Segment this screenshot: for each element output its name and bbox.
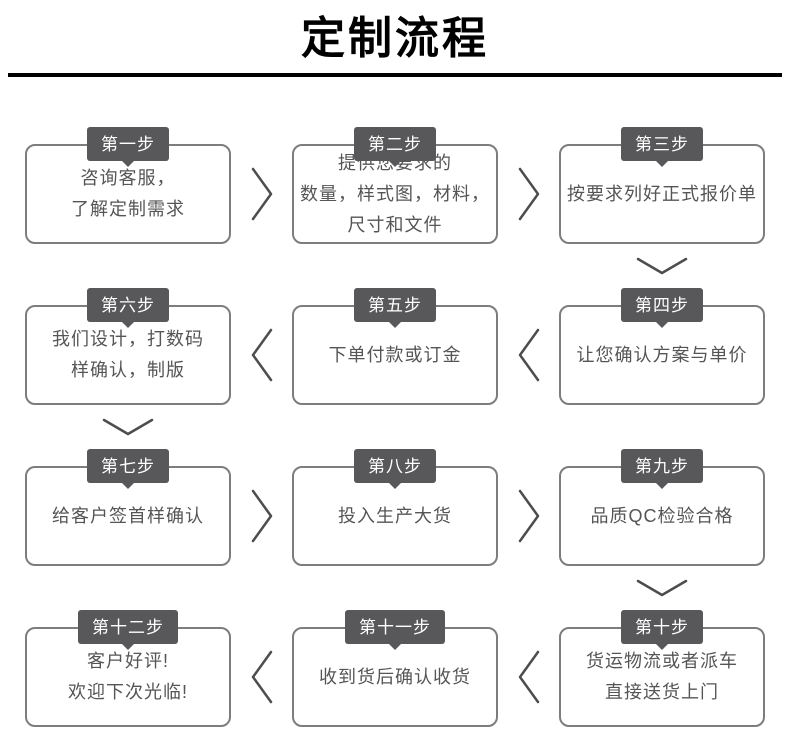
title-divider [8, 73, 782, 78]
step-text-10: 货运物流或者派车 直接送货上门 [586, 651, 738, 703]
step-badge-10: 第十步 [621, 610, 703, 645]
step-badge-12: 第十二步 [78, 610, 178, 645]
step-card-12: 第十二步 客户好评! 欢迎下次光临! [25, 610, 231, 728]
step-card-5: 第五步 下单付款或订金 [292, 288, 498, 406]
step-badge-5: 第五步 [354, 288, 436, 323]
arrow-down-icon [25, 418, 231, 436]
step-text-11: 收到货后确认收货 [319, 666, 471, 687]
step-badge-6: 第六步 [87, 288, 169, 323]
step-card-2: 第二步 提供您要求的 数量，样式图，材料， 尺寸和文件 [292, 127, 498, 245]
step-card-8: 第八步 投入生产大货 [292, 449, 498, 567]
arrow-right-icon [231, 466, 292, 566]
step-box-9: 品质QC检验合格 [559, 466, 765, 567]
page-header: 定制流程 [0, 0, 790, 78]
page-title: 定制流程 [301, 14, 489, 63]
step-box-5: 下单付款或订金 [292, 305, 498, 406]
connector-row-1 [25, 244, 765, 288]
step-text-6: 我们设计，打数码 样确认，制版 [52, 329, 204, 381]
arrow-right-icon [231, 144, 292, 244]
arrow-left-icon [498, 627, 559, 727]
step-card-4: 第四步 让您确认方案与单价 [559, 288, 765, 406]
flow-row-4: 第十二步 客户好评! 欢迎下次光临! 第十一步 收到货后确认收货 第十步 [25, 610, 765, 728]
step-badge-9: 第九步 [621, 449, 703, 484]
step-text-8: 投入生产大货 [338, 505, 452, 526]
flow-row-3: 第七步 给客户签首样确认 第八步 投入生产大货 第九步 品质QC检验合 [25, 449, 765, 567]
step-card-1: 第一步 咨询客服， 了解定制需求 [25, 127, 231, 245]
flow-row-2: 第六步 我们设计，打数码 样确认，制版 第五步 下单付款或订金 第四步 [25, 288, 765, 406]
step-text-7: 给客户签首样确认 [52, 505, 204, 526]
arrow-down-icon [559, 579, 765, 597]
step-badge-1: 第一步 [87, 127, 169, 162]
step-card-6: 第六步 我们设计，打数码 样确认，制版 [25, 288, 231, 406]
step-text-9: 品质QC检验合格 [590, 505, 734, 526]
connector-row-3 [25, 566, 765, 610]
step-text-5: 下单付款或订金 [328, 344, 462, 365]
step-badge-7: 第七步 [87, 449, 169, 484]
step-badge-2: 第二步 [354, 127, 436, 162]
step-card-3: 第三步 按要求列好正式报价单 [559, 127, 765, 245]
step-badge-3: 第三步 [621, 127, 703, 162]
step-badge-4: 第四步 [621, 288, 703, 323]
step-card-10: 第十步 货运物流或者派车 直接送货上门 [559, 610, 765, 728]
flow-diagram: 第一步 咨询客服， 了解定制需求 第二步 提供您要求的 数量，样式图，材料， 尺… [0, 127, 790, 728]
step-card-9: 第九步 品质QC检验合格 [559, 449, 765, 567]
step-text-12: 客户好评! 欢迎下次光临! [67, 651, 188, 703]
step-badge-8: 第八步 [354, 449, 436, 484]
step-card-11: 第十一步 收到货后确认收货 [292, 610, 498, 728]
arrow-right-icon [498, 466, 559, 566]
arrow-left-icon [231, 305, 292, 405]
connector-row-2 [25, 405, 765, 449]
step-text-3: 按要求列好正式报价单 [567, 183, 757, 204]
arrow-down-icon [559, 257, 765, 275]
step-text-4: 让您确认方案与单价 [576, 344, 748, 365]
arrow-right-icon [498, 144, 559, 244]
step-card-7: 第七步 给客户签首样确认 [25, 449, 231, 567]
step-badge-11: 第十一步 [345, 610, 445, 645]
flow-row-1: 第一步 咨询客服， 了解定制需求 第二步 提供您要求的 数量，样式图，材料， 尺… [25, 127, 765, 245]
step-text-1: 咨询客服， 了解定制需求 [71, 168, 185, 220]
arrow-left-icon [498, 305, 559, 405]
arrow-left-icon [231, 627, 292, 727]
